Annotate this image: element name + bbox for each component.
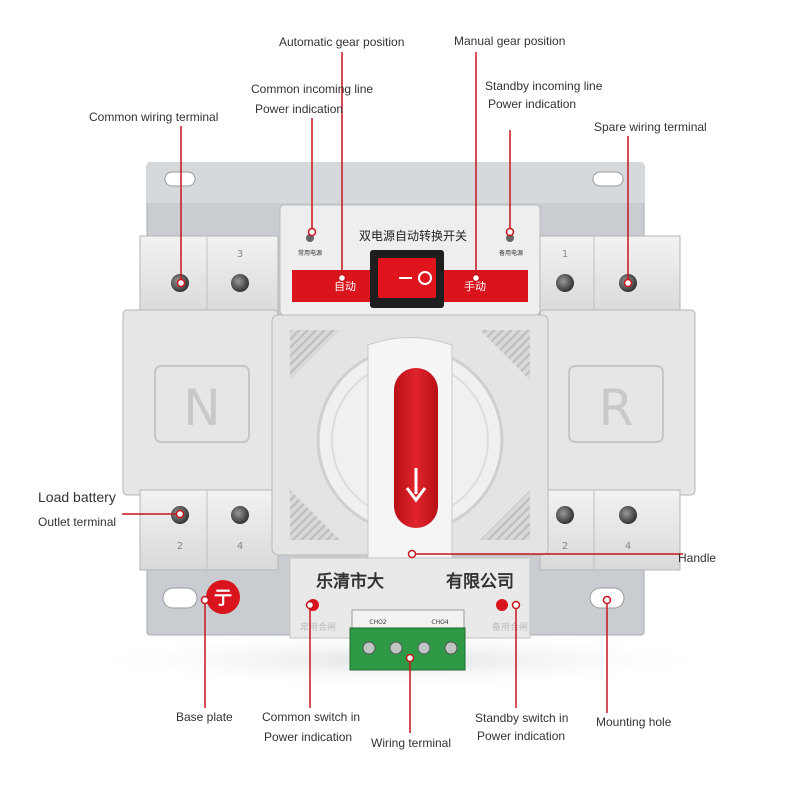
terminal-block-label: CHO4 <box>431 619 448 626</box>
screw-right-top-1 <box>556 274 574 292</box>
terminal-number: 4 <box>625 541 631 552</box>
left-led-label: 常用电源 <box>298 249 322 257</box>
leader-lines <box>122 52 683 733</box>
right-pole-housing <box>539 235 696 571</box>
label-common-switch-power: Power indication <box>264 730 353 744</box>
green-terminal-block <box>349 609 466 671</box>
label-spare-wiring-terminal: Spare wiring terminal <box>594 120 707 134</box>
label-manual-gear-position: Manual gear position <box>454 34 566 48</box>
left-pole-housing <box>122 235 279 571</box>
device-printed-text: 双电源自动转换开关 常用电源 备用电源 自动 手动 N R 3 1 2 4 2 … <box>177 228 634 633</box>
screw-right-bottom-1 <box>556 506 574 524</box>
svg-text:亍: 亍 <box>214 588 232 609</box>
company-name-tail: 有限公司 <box>446 571 514 592</box>
company-name: 乐清市大 <box>316 571 384 592</box>
screw-right-bottom-2 <box>619 506 637 524</box>
right-led-label: 备用电源 <box>499 249 523 257</box>
standby-line-led <box>506 234 514 242</box>
label-standby-switch-in: Standby switch in <box>475 711 569 725</box>
label-base-plate: Base plate <box>176 710 233 724</box>
label-outlet-terminal: Outlet terminal <box>38 515 117 529</box>
terminal-number: 3 <box>237 249 243 260</box>
label-standby-switch-power: Power indication <box>477 729 566 743</box>
mounting-hole-left <box>162 587 198 609</box>
handle-red-stripe <box>394 368 438 528</box>
manual-label: 手动 <box>464 279 486 293</box>
label-load-battery: Load battery <box>38 489 116 505</box>
pole-right-letter: R <box>599 379 634 437</box>
label-mounting-hole: Mounting hole <box>596 715 672 729</box>
screw-left-bottom-2 <box>231 506 249 524</box>
terminal-number: 2 <box>562 541 568 552</box>
common-switch-led-label: 常用合闸 <box>300 621 336 633</box>
screw-left-top-2 <box>231 274 249 292</box>
label-standby-incoming-line: Standby incoming line <box>485 79 603 93</box>
label-common-switch-in: Common switch in <box>262 710 361 724</box>
cn-title: 双电源自动转换开关 <box>359 228 467 243</box>
standby-switch-led-label: 备用合闸 <box>492 621 528 633</box>
terminal-number: 1 <box>562 249 568 260</box>
terminal-number: 4 <box>237 541 243 552</box>
terminal-block-label: CHO2 <box>369 619 386 626</box>
pole-left-letter: N <box>183 379 220 437</box>
brand-logo <box>206 580 240 614</box>
label-wiring-terminal: Wiring terminal <box>371 736 452 750</box>
label-common-incoming-power: Power indication <box>255 102 344 116</box>
label-common-wiring-terminal: Common wiring terminal <box>89 110 219 124</box>
leader-dots <box>175 227 633 663</box>
label-handle: Handle <box>678 551 717 565</box>
terminal-number: 2 <box>177 541 183 552</box>
label-automatic-gear-position: Automatic gear position <box>279 35 405 49</box>
label-common-incoming-line: Common incoming line <box>251 82 374 96</box>
standby-switch-led <box>496 599 508 611</box>
label-standby-incoming-power: Power indication <box>488 97 577 111</box>
central-body <box>271 204 549 639</box>
auto-label: 自动 <box>334 280 356 293</box>
